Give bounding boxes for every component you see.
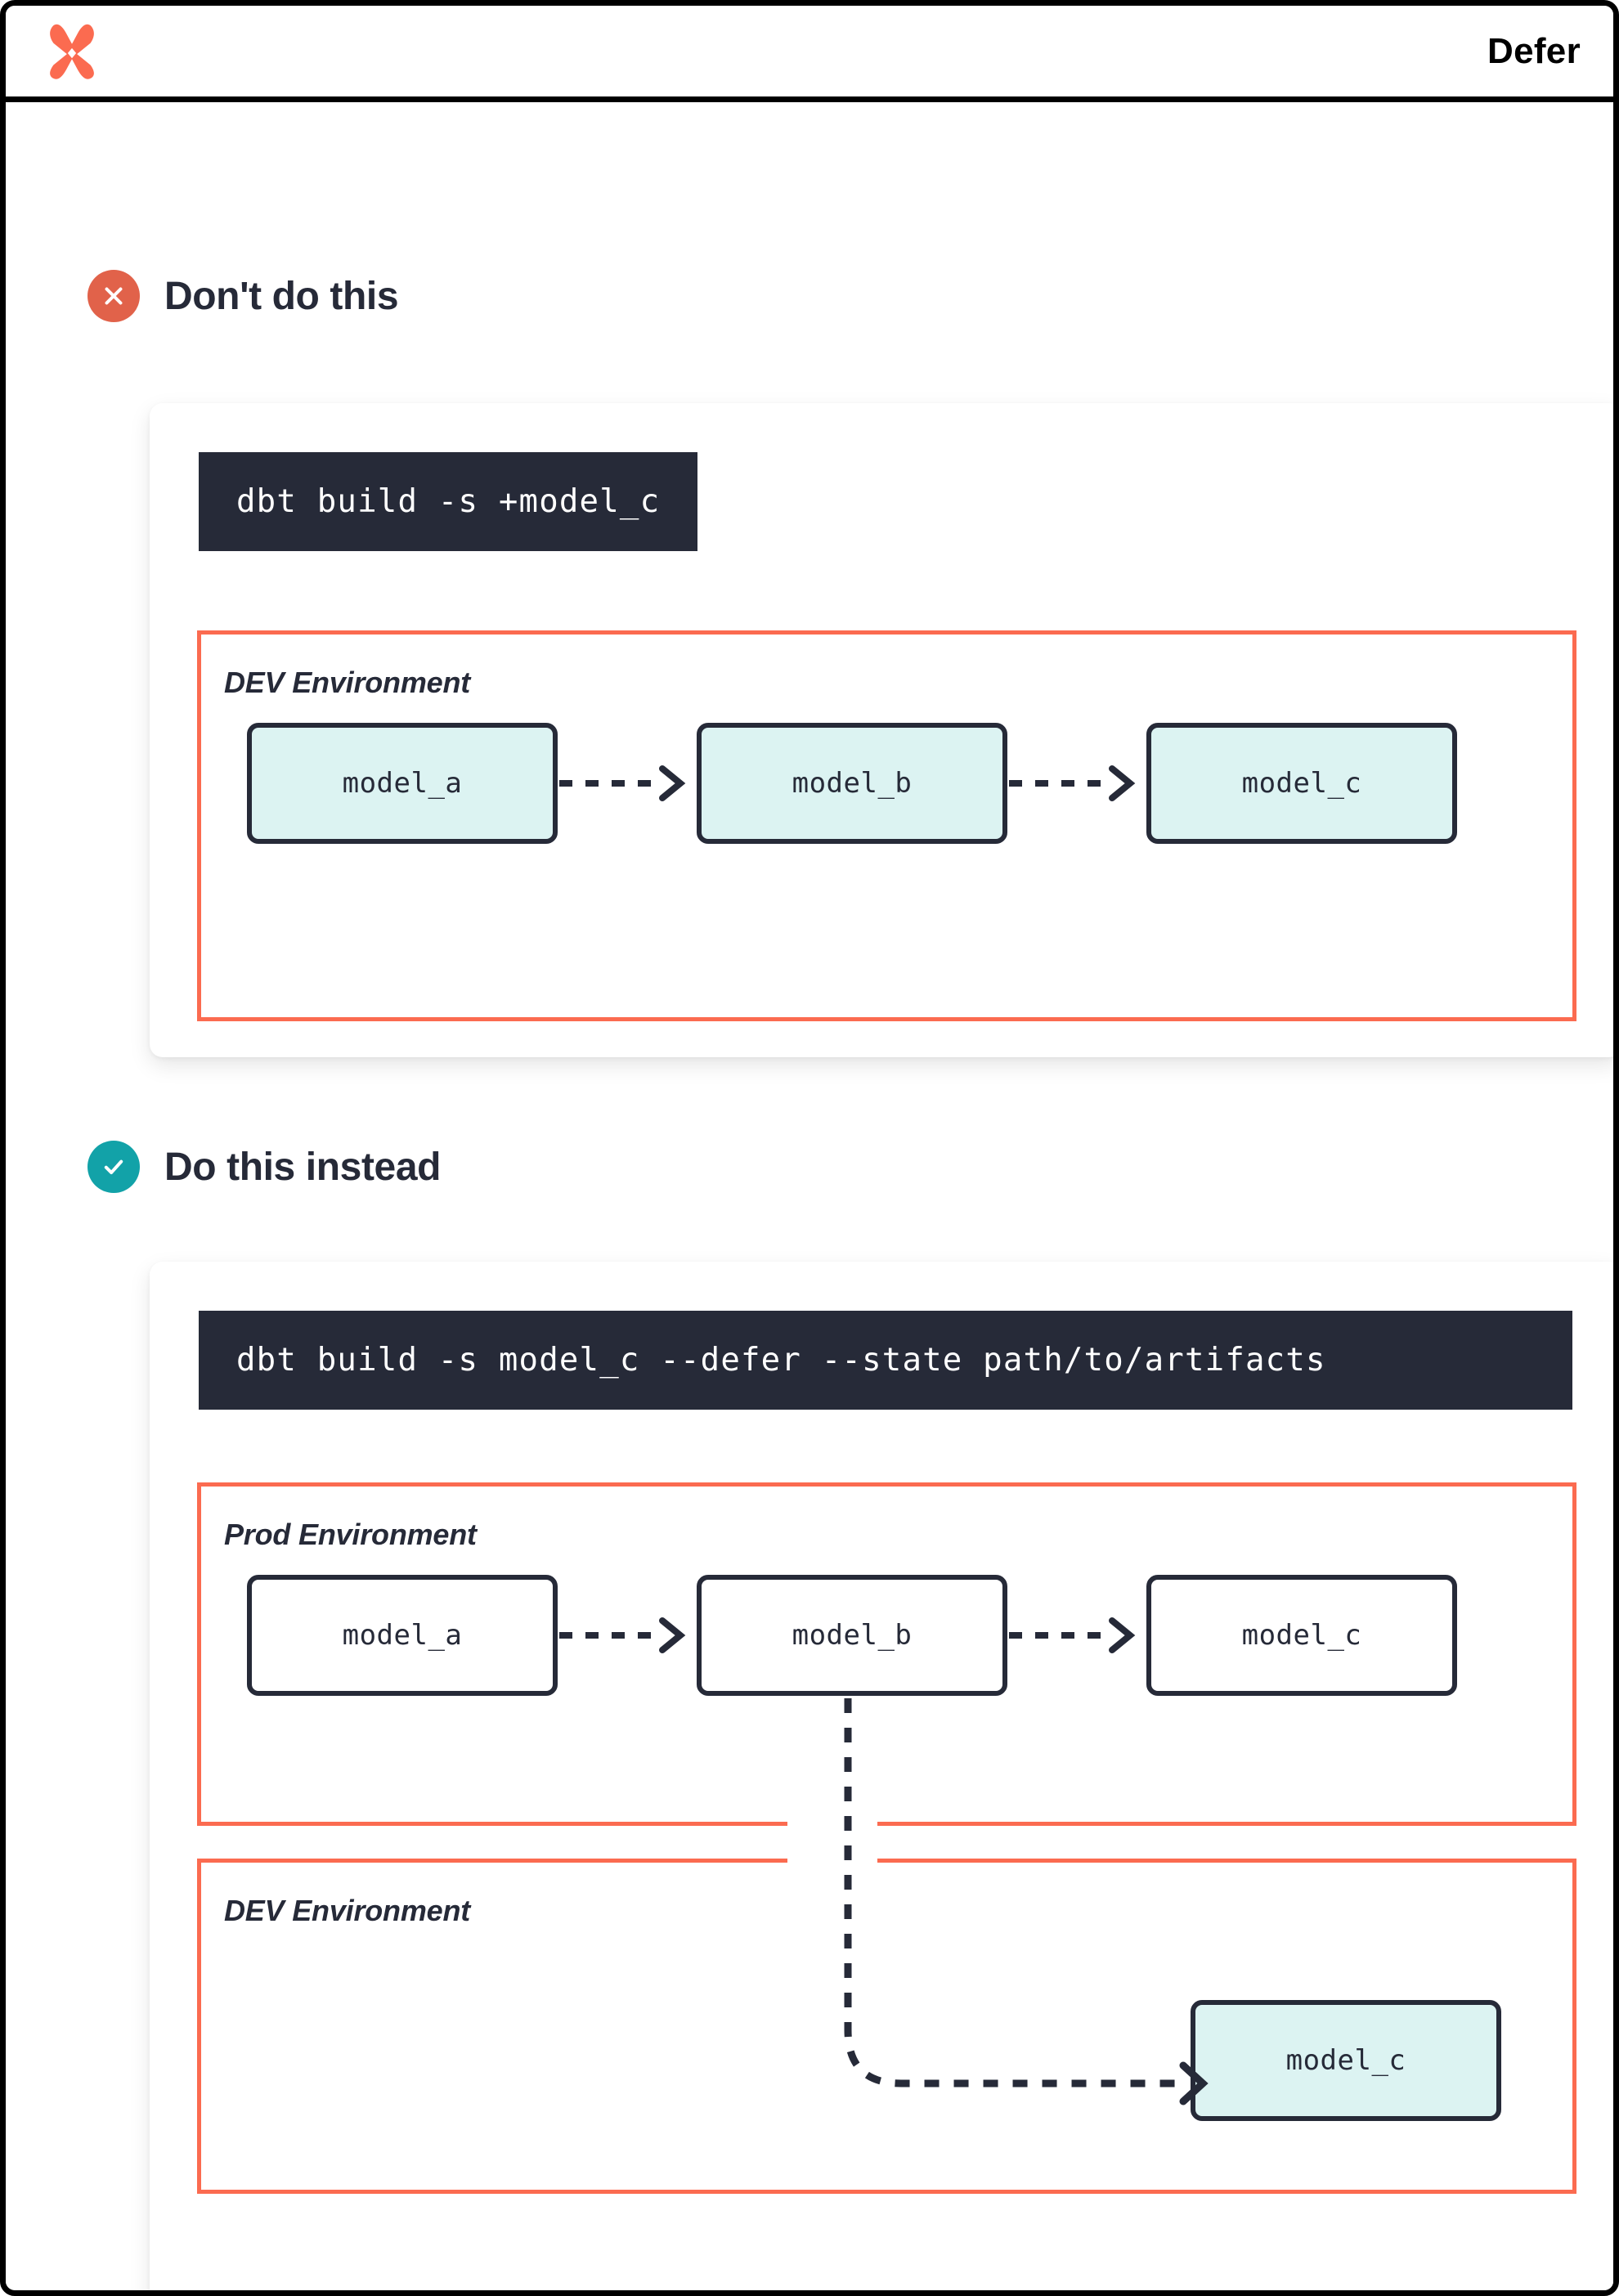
section-title-do: Do this instead <box>164 1145 442 1189</box>
model-node-model-c-prod[interactable]: model_c <box>1146 1575 1457 1696</box>
env-box-prod: Prod Environment model_a model_b model_c <box>197 1482 1576 1826</box>
dbt-logo-icon <box>45 22 99 81</box>
model-node-model-c-dev[interactable]: model_c <box>1191 2000 1501 2121</box>
edge-model-b-to-model-c-1 <box>1009 765 1136 801</box>
env-label-dev-1: DEV Environment <box>224 666 471 699</box>
check-circle-icon <box>87 1141 140 1193</box>
env-label-dev-2: DEV Environment <box>224 1894 471 1927</box>
model-node-model-c-1[interactable]: model_c <box>1146 723 1457 844</box>
card-do: dbt build -s model_c --defer --state pat… <box>150 1262 1613 2290</box>
env-box-dev-1: DEV Environment model_a model_b model_c <box>197 630 1576 1021</box>
edge-model-a-to-model-b-prod <box>559 1617 686 1653</box>
command-code-block-dont: dbt build -s +model_c <box>199 452 698 551</box>
section-header-dont: Don't do this <box>87 270 399 322</box>
page-body: Don't do this dbt build -s +model_c DEV … <box>6 102 1613 2290</box>
model-node-model-b-prod[interactable]: model_b <box>697 1575 1007 1696</box>
x-circle-icon <box>87 270 140 322</box>
model-node-model-a-prod[interactable]: model_a <box>247 1575 558 1696</box>
section-header-do: Do this instead <box>87 1141 441 1193</box>
command-code-block-do: dbt build -s model_c --defer --state pat… <box>199 1311 1572 1410</box>
edge-model-a-to-model-b-1 <box>559 765 686 801</box>
card-dont: dbt build -s +model_c DEV Environment mo… <box>150 403 1613 1057</box>
page-header: Defer <box>6 6 1613 102</box>
model-node-model-a-1[interactable]: model_a <box>247 723 558 844</box>
border-gap-prod-bottom <box>787 1821 877 1832</box>
model-node-model-b-1[interactable]: model_b <box>697 723 1007 844</box>
section-title-dont: Don't do this <box>164 274 399 318</box>
env-box-dev-2: DEV Environment model_c <box>197 1859 1576 2194</box>
border-gap-dev-top <box>787 1855 877 1867</box>
page-title: Defer <box>1487 30 1581 71</box>
edge-model-b-to-model-c-prod <box>1009 1617 1136 1653</box>
env-label-prod: Prod Environment <box>224 1518 477 1551</box>
